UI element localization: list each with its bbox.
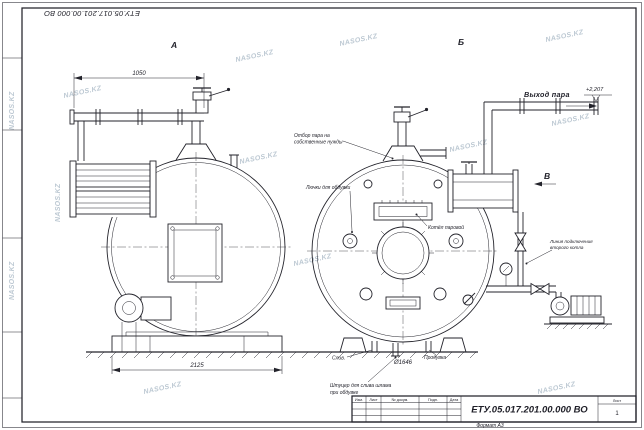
tb-col-doc-no: № докум. xyxy=(392,398,409,402)
view-label-v: В xyxy=(544,171,550,181)
pressure-gauge xyxy=(499,262,513,286)
watermark: NASOS.KZ xyxy=(143,381,183,396)
steam-dome-rear xyxy=(382,106,447,162)
watermark: NASOS.KZ xyxy=(449,139,489,154)
callout-drain: Слив. xyxy=(332,356,345,362)
dim-pipe-length: 1050 xyxy=(132,71,146,77)
tb-col-sheet: Лист xyxy=(369,398,378,402)
dim-overall-width: 2125 xyxy=(189,363,204,369)
watermark: NASOS.KZ xyxy=(537,381,577,396)
callouts: Отбор пара на собственные нужды Лючки дл… xyxy=(294,133,593,396)
tb-doc-number: ЕТУ.05.017.201.00.000 ВО xyxy=(471,405,588,416)
economizer xyxy=(69,160,157,218)
top-hatch xyxy=(373,200,433,221)
watermark: NASOS.KZ xyxy=(63,85,103,100)
callout-sludge-1: Штуцер для слива шлама xyxy=(330,383,392,389)
watermark: NASOS.KZ xyxy=(239,151,279,166)
external-piping xyxy=(462,212,556,306)
right-view: +2,207 Выход пара Б В xyxy=(307,37,612,357)
watermark: NASOS.KZ xyxy=(9,91,16,130)
callout-boiler-name: Котёл паровой xyxy=(428,224,464,231)
doc-number-inverted: ЕТУ.05.017.201.00.000 ВО xyxy=(44,9,140,18)
format-note: Формат А3 xyxy=(476,423,504,429)
callout-blowdown: Продувка xyxy=(424,355,446,361)
manhole xyxy=(372,222,434,284)
callout-second-boiler-2: второго котла xyxy=(550,245,584,250)
title-block: Изм. Лист № докум. Подп. Дата ЕТУ.05.017… xyxy=(351,395,637,429)
collector-drum xyxy=(447,161,519,213)
view-label-a: А xyxy=(170,40,177,50)
feed-pump xyxy=(544,292,612,330)
dim-shell-diameter: Ø1646 xyxy=(393,360,413,366)
dimensions: 1050 2125 Ø1646 xyxy=(73,71,413,374)
callout-blow-hatches: Лючки для обдувки xyxy=(305,185,351,191)
watermark: NASOS.KZ xyxy=(235,49,275,64)
watermark: NASOS.KZ xyxy=(545,29,585,44)
watermark: NASOS.KZ xyxy=(55,183,62,222)
tb-col-change: Изм. xyxy=(355,398,363,402)
ground-hatching xyxy=(85,351,478,359)
watermark: NASOS.KZ xyxy=(339,33,379,48)
callout-steam-outlet: Выход пара xyxy=(524,90,570,99)
elevation-mark: +2,207 xyxy=(584,87,612,102)
steam-dome xyxy=(175,87,231,161)
tb-col-date: Дата xyxy=(450,398,459,402)
callout-second-boiler-1: Линия подключения xyxy=(549,239,593,244)
elevation-value: +2,207 xyxy=(586,87,604,93)
watermark: NASOS.KZ xyxy=(9,261,16,300)
top-steam-pipe xyxy=(69,109,204,161)
tb-sheet-value: 1 xyxy=(615,411,619,417)
left-view: А xyxy=(69,40,291,353)
tb-sheet-label: Лист xyxy=(613,399,622,403)
steam-outlet-pipe xyxy=(483,97,599,174)
callout-sludge-2: при обдувке xyxy=(330,390,359,396)
tb-col-sign: Подп. xyxy=(428,398,438,402)
blow-hatches xyxy=(342,179,464,301)
callout-own-needs-1: Отбор пара на xyxy=(294,133,330,139)
watermark: NASOS.KZ xyxy=(551,113,591,128)
view-label-b: Б xyxy=(458,37,464,47)
burner xyxy=(114,293,172,352)
callout-own-needs-2: собственные нужды xyxy=(294,140,343,146)
furnace-door xyxy=(167,223,223,283)
